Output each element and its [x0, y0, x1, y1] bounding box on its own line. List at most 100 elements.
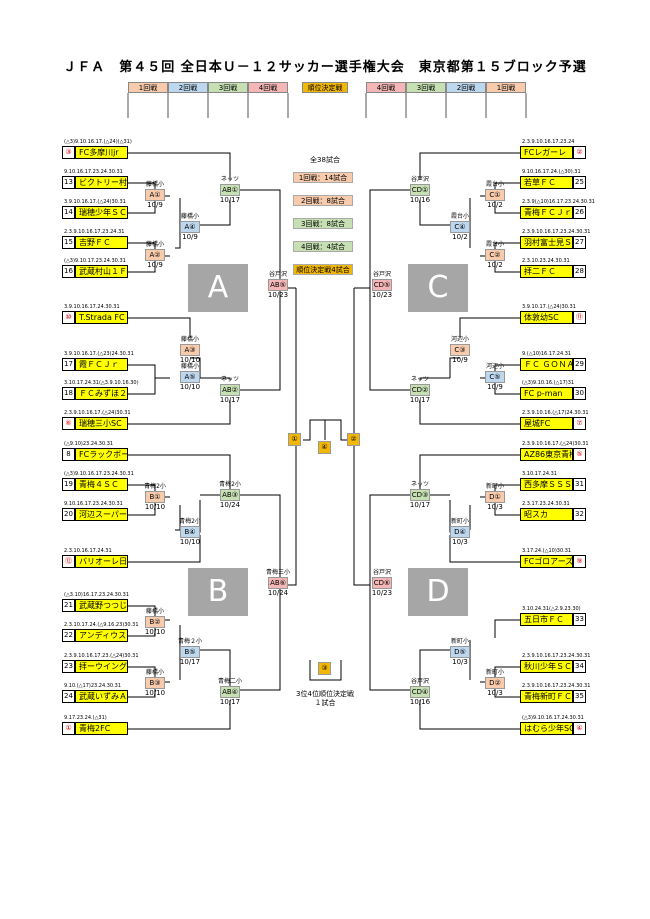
team-number: 14 [62, 206, 75, 219]
team-availability: 3.10.24.31(△2.9.23.30) [522, 606, 581, 612]
match-date: 10/3 [487, 689, 503, 697]
match-label: AB④ [220, 686, 240, 698]
match-date: 10/24 [267, 589, 289, 597]
legend-r1: 1回戦：14試合 [293, 172, 353, 183]
team-number: 23 [62, 660, 75, 673]
match-date: 10/10 [179, 538, 201, 546]
team-name: 秋川少年ＳＣ [520, 660, 573, 673]
match-date: 10/2 [452, 233, 468, 241]
match-venue: 谷戸沢 [410, 176, 429, 183]
match-venue: 河辺小 [485, 363, 504, 370]
team-availability: 3.9.10.16.17.(△23)24.30.31 [64, 351, 134, 357]
team-name: 羽村富士見ＳＣ [520, 236, 573, 249]
match-venue: 青梅三小 [265, 569, 290, 576]
team-name: 武蔵いずみＡＦＣ [75, 690, 128, 703]
team-name: 河辺スーパーキッズ [75, 508, 128, 521]
match-label: B⑤ [180, 646, 200, 658]
team-name: 霞ＦＣＪｒ [75, 358, 128, 371]
match-date: 10/17 [219, 196, 241, 204]
team-availability: (△3)9.10.16.17.(△24)(△31) [64, 139, 132, 145]
final-4: ④ [318, 441, 331, 454]
team-number: ③ [62, 146, 75, 159]
team-name: はむら少年SC [520, 722, 573, 735]
team-number: 19 [62, 478, 75, 491]
team-name: 五日市ＦＣ [520, 613, 573, 626]
match-venue: 谷戸沢 [410, 678, 429, 685]
team-availability: 2.3.17.23.24.30.31 [522, 501, 570, 507]
match-date: 10/10 [179, 356, 201, 364]
match-label: B② [145, 616, 165, 628]
match-venue: 谷戸沢 [268, 271, 287, 278]
team-number: ⑪ [573, 311, 586, 324]
match-label: C① [485, 189, 505, 201]
match-label: A② [145, 249, 165, 261]
match-date: 10/10 [179, 383, 201, 391]
team-name: T.Strada FC [75, 311, 128, 324]
match-date: 10/16 [409, 698, 431, 706]
legend-r2: 2回戦：8試合 [293, 195, 353, 206]
match-label: CD④ [410, 686, 430, 698]
match-date: 10/9 [182, 233, 198, 241]
match-label: CD⑤ [372, 279, 392, 291]
match-venue: 新町小 [450, 518, 469, 525]
match-label: AB⑤ [268, 279, 288, 291]
match-venue: 河辺小 [450, 336, 469, 343]
block-a: A [188, 264, 248, 312]
team-name: FC p-man [520, 387, 573, 400]
team-name: 青梅ＦＣＪｒ [520, 206, 573, 219]
team-number: ⑩ [62, 311, 75, 324]
round-header-r4: 4回戦 [366, 82, 406, 93]
team-availability: 2.3.9.10.16.17.23.(△24)30.31 [64, 653, 139, 659]
round-header-placement: 順位決定戦 [302, 82, 348, 93]
match-venue: 谷戸沢 [372, 569, 391, 576]
match-label: D① [485, 491, 505, 503]
team-name: ビクトリー村山ＦＣ [75, 176, 128, 189]
team-availability: 3.9.10.16.17.(△24)30.31 [64, 199, 126, 205]
match-label: CD⑥ [372, 577, 392, 589]
team-number: 22 [62, 629, 75, 642]
match-label: CD② [410, 384, 430, 396]
team-name: FC多摩川jr [75, 146, 128, 159]
team-name: 屋城FC [520, 417, 573, 430]
team-number: 13 [62, 176, 75, 189]
team-name: 武蔵野つつじ [75, 599, 128, 612]
match-label: A⑤ [180, 371, 200, 383]
team-number: ⑨ [573, 555, 586, 568]
round-header-r2: 2回戦 [446, 82, 486, 93]
legend-r5: 順位決定戦4試合 [293, 264, 353, 275]
block-c: C [408, 264, 468, 312]
team-number: 24 [62, 690, 75, 703]
team-name: FCゴロアーズ [520, 555, 573, 568]
match-venue: ネッツ [220, 376, 239, 383]
match-date: 10/9 [147, 261, 163, 269]
team-number: 35 [573, 690, 586, 703]
team-name: FCラックボーン [75, 448, 128, 461]
match-label: B④ [180, 526, 200, 538]
team-number: 31 [573, 478, 586, 491]
team-name: アンディウス [75, 629, 128, 642]
match-label: AB⑥ [268, 577, 288, 589]
team-name: 西多摩ＳＳＳ(1993) [520, 478, 573, 491]
team-availability: 2.3.9.10.16.17.23.24.30.31 [522, 683, 591, 689]
match-date: 10/17 [219, 698, 241, 706]
team-availability: 2.3.10.17.24.(△9.16.23)30.31 [64, 622, 139, 628]
team-name: 青梅2FC [75, 722, 128, 735]
team-name: 若草ＦＣ [520, 176, 573, 189]
match-date: 10/3 [452, 658, 468, 666]
team-name: 瑞穂三小SC [75, 417, 128, 430]
round-header-r3: 3回戦 [406, 82, 446, 93]
final-3: ③ [318, 662, 331, 675]
match-venue: 青梅2小 [219, 481, 241, 488]
match-label: A④ [180, 221, 200, 233]
team-number: 28 [573, 265, 586, 278]
match-label: C④ [450, 221, 470, 233]
team-availability: (△3)9.10.16.17.23.24.30.31 [64, 471, 134, 477]
team-availability: 3.9.10.17.(△24)30.31 [522, 304, 576, 310]
match-venue: 新町小 [450, 638, 469, 645]
team-number: 16 [62, 265, 75, 278]
match-date: 10/3 [452, 538, 468, 546]
match-date: 10/9 [452, 356, 468, 364]
match-venue: 霞台小 [450, 213, 469, 220]
team-number: 27 [573, 236, 586, 249]
team-number: 17 [62, 358, 75, 371]
